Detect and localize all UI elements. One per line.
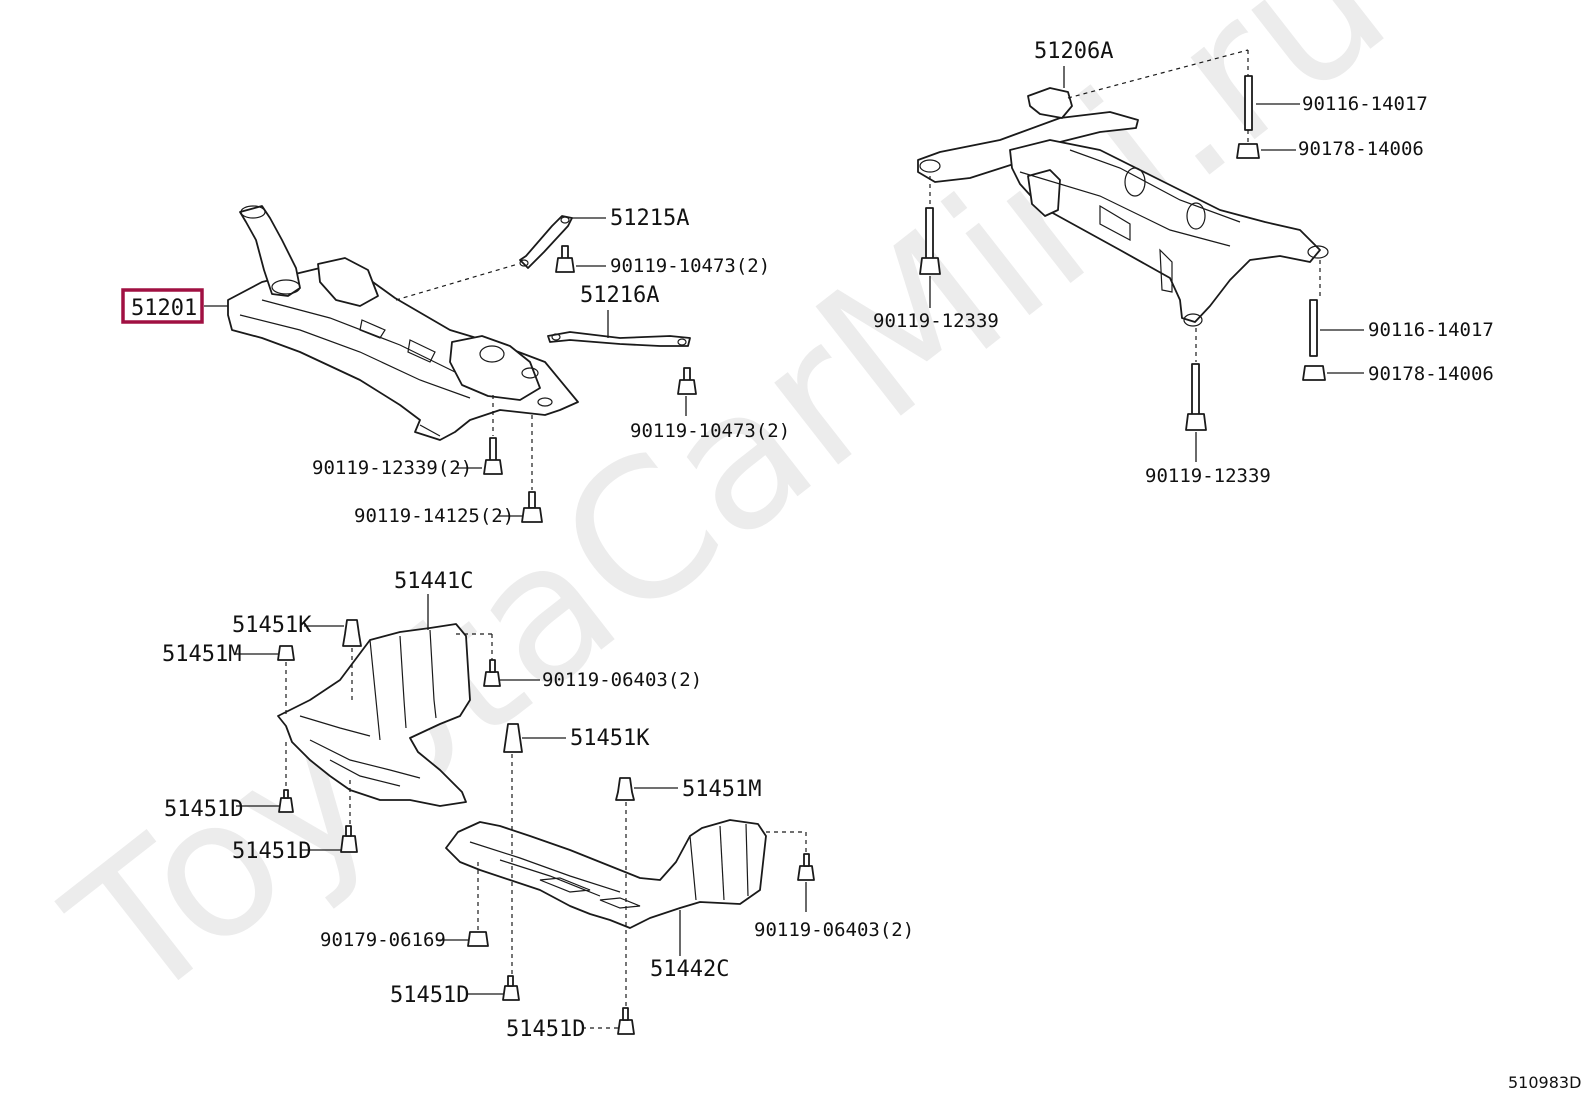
part-label-90116-14017-top[interactable]: 90116-14017 bbox=[1302, 93, 1428, 115]
part-label-51441c[interactable]: 51441C bbox=[394, 569, 473, 594]
diagram-id-label: 510983D bbox=[1508, 1073, 1581, 1092]
part-label-90119-12339-front[interactable]: 90119-12339(2) bbox=[312, 457, 472, 479]
part-label-51451m-left[interactable]: 51451M bbox=[162, 642, 241, 667]
part-label-90119-10473-lower[interactable]: 90119-10473(2) bbox=[630, 420, 790, 442]
engine-cover-left-illustration bbox=[277, 623, 471, 807]
front-crossmember-illustration bbox=[227, 205, 579, 441]
part-label-51451k-top[interactable]: 51451K bbox=[232, 613, 312, 638]
part-label-90119-12339-rear-left[interactable]: 90119-12339 bbox=[873, 310, 999, 332]
part-label-90119-06403-left[interactable]: 90119-06403(2) bbox=[542, 669, 702, 691]
lower-brace-51216a-illustration bbox=[547, 331, 691, 347]
part-label-51442c[interactable]: 51442C bbox=[650, 957, 729, 982]
part-label-90178-14006-top[interactable]: 90178-14006 bbox=[1298, 138, 1424, 160]
part-label-90179-06169[interactable]: 90179-06169 bbox=[320, 929, 446, 951]
part-label-51451m-right[interactable]: 51451M bbox=[682, 777, 761, 802]
part-label-51451d-a[interactable]: 51451D bbox=[164, 797, 243, 822]
part-label-90119-14125[interactable]: 90119-14125(2) bbox=[354, 505, 514, 527]
rear-fastener-icons bbox=[919, 75, 1326, 431]
engine-cover-right-leaders bbox=[436, 737, 807, 1029]
highlight-box-51201 bbox=[121, 288, 204, 324]
engine-cover-left-leaders bbox=[236, 594, 540, 851]
rear-leader-lines bbox=[929, 49, 1364, 462]
part-label-90119-12339-rear-center[interactable]: 90119-12339 bbox=[1145, 465, 1271, 487]
part-label-51216a[interactable]: 51216A bbox=[580, 283, 659, 308]
part-label-51215a[interactable]: 51215A bbox=[610, 206, 689, 231]
front-leader-lines bbox=[204, 217, 687, 517]
part-label-51451d-d[interactable]: 51451D bbox=[506, 1017, 585, 1042]
part-label-51451d-c[interactable]: 51451D bbox=[390, 983, 469, 1008]
front-bolt-icons bbox=[483, 245, 697, 523]
rear-crossmember-illustration bbox=[917, 87, 1329, 327]
part-label-90119-10473-upper[interactable]: 90119-10473(2) bbox=[610, 255, 770, 277]
engine-cover-right-illustration bbox=[445, 819, 767, 929]
engine-cover-left-fasteners bbox=[277, 619, 501, 853]
engine-cover-right-fasteners bbox=[467, 723, 815, 1035]
part-label-90178-14006-right[interactable]: 90178-14006 bbox=[1368, 363, 1494, 385]
part-label-90119-06403-right[interactable]: 90119-06403(2) bbox=[754, 919, 914, 941]
part-label-51206a[interactable]: 51206A bbox=[1034, 39, 1113, 64]
part-label-51451k-right[interactable]: 51451K bbox=[570, 726, 650, 751]
part-label-51451d-b[interactable]: 51451D bbox=[232, 839, 311, 864]
part-label-51201[interactable]: 51201 bbox=[131, 296, 197, 321]
part-label-90116-14017-right[interactable]: 90116-14017 bbox=[1368, 319, 1494, 341]
